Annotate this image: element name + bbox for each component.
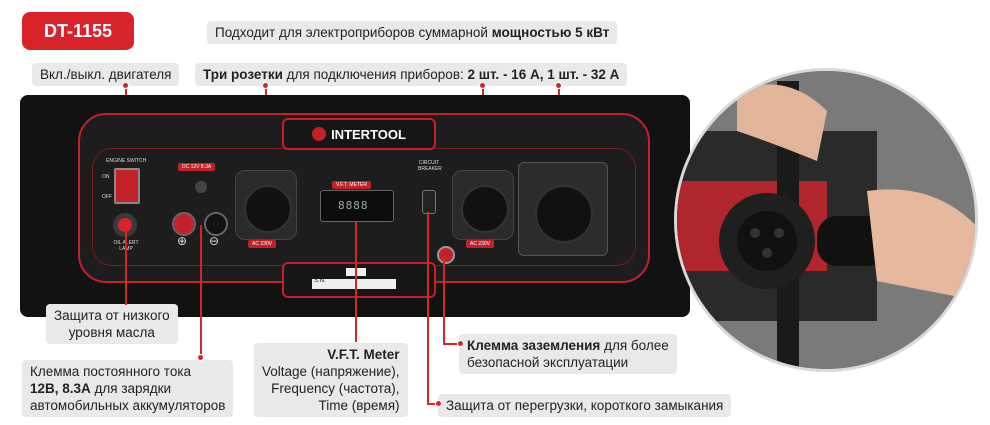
socket-16a-1-face [244,185,292,233]
plus-icon: ⊕ [177,234,188,248]
engine-switch-toggle[interactable] [114,168,140,204]
callout-ground: Клемма заземления для более безопасной э… [459,334,677,374]
brand-plate: INTERTOOL [282,118,436,150]
serial-number-label: S.N. [314,278,326,284]
oil-alert-lamp [118,218,132,232]
callout-ground-strong: Клемма заземления [467,338,601,353]
socket-32a-face [535,185,593,243]
model-badge: DT-1155 [22,12,134,50]
minus-icon: ⊖ [209,234,220,248]
plug-photo [674,68,978,372]
dc-fuse[interactable] [195,181,207,193]
callout-breaker: Защита от перегрузки, короткого замыкани… [438,394,732,417]
callout-engine-switch: Вкл./выкл. двигателя [32,63,180,86]
callout-sockets-strong2: 2 шт. - 16 А, 1 шт. - 32 А [467,67,620,82]
callout-dc-line1: Клемма постоянного тока [30,364,192,379]
callout-dc-terminal: Клемма постоянного тока 12В, 8.3А для за… [22,360,234,417]
serial-number-field [312,279,396,289]
plug-photo-illustration [677,71,975,369]
leader-pin [435,400,442,407]
callout-sockets: Три розетки для подключения приборов: 2 … [195,63,628,86]
engine-off-label: OFF [102,194,112,200]
ac-tag-1: AC 230V [248,240,277,248]
engine-switch-label: ENGINE SWITCH [106,158,147,164]
leader-pin [262,82,269,89]
leader-breaker-h [427,403,438,405]
callout-sockets-strong1: Три розетки [203,67,283,82]
ground-terminal[interactable] [437,246,455,264]
leader-ground [443,258,445,344]
breaker-label: CIRCUIT BREAKER [418,160,442,172]
power-headline: Подходит для электроприборов суммарной м… [207,21,618,44]
callout-meter-line3: Time (время) [318,398,400,413]
callout-meter: V.F.T. Meter Voltage (напряжение), Frequ… [254,343,408,417]
meter-reading: 8888 [338,199,369,212]
callout-ground-line2: безопасной эксплуатации [467,355,629,370]
brand-logo-icon [312,127,327,141]
circuit-breaker[interactable] [422,190,436,214]
callout-dc-strong: 12В, 8.3А [30,381,91,396]
dc-tag: DC 12V 8.3A [178,163,216,171]
callout-meter-title: V.F.T. Meter [327,347,400,362]
callout-oil-line1: Защита от низкого [54,308,170,323]
engine-on-label: ON [102,174,110,180]
callout-meter-line2: Frequency (частота), [271,381,400,396]
leader-pin [479,82,486,89]
callout-sockets-text: для подключения приборов: [282,67,468,82]
power-headline-strong: мощностью 5 кВт [491,25,610,40]
leader-pin [197,354,204,361]
leader-breaker [427,212,429,404]
leader-dc [200,225,202,357]
callout-ground-line1: для более [600,338,669,353]
socket-16a-2-face [461,185,509,233]
callout-dc-line3: автомобильных аккумуляторов [30,398,226,413]
leader-pin [457,340,464,347]
leader-pin [555,82,562,89]
dc-negative-terminal[interactable] [204,212,228,236]
leader-pin [122,82,129,89]
dc-positive-terminal[interactable] [172,212,196,236]
callout-oil-protection: Защита от низкого уровня масла [46,304,178,344]
callout-oil-line2: уровня масла [68,325,155,340]
vft-meter [320,190,394,222]
callout-meter-line1: Voltage (напряжение), [262,364,400,379]
ac-tag-2: AC 230V [466,240,495,248]
leader-oil [125,230,127,305]
power-headline-text: Подходит для электроприборов суммарной [215,25,492,40]
vft-tag: V.F.T. METER [332,181,371,189]
leader-ground-h [443,343,459,345]
brand-name: INTERTOOL [331,126,406,142]
leader-meter [355,222,357,342]
callout-dc-line2: для зарядки [90,381,172,396]
